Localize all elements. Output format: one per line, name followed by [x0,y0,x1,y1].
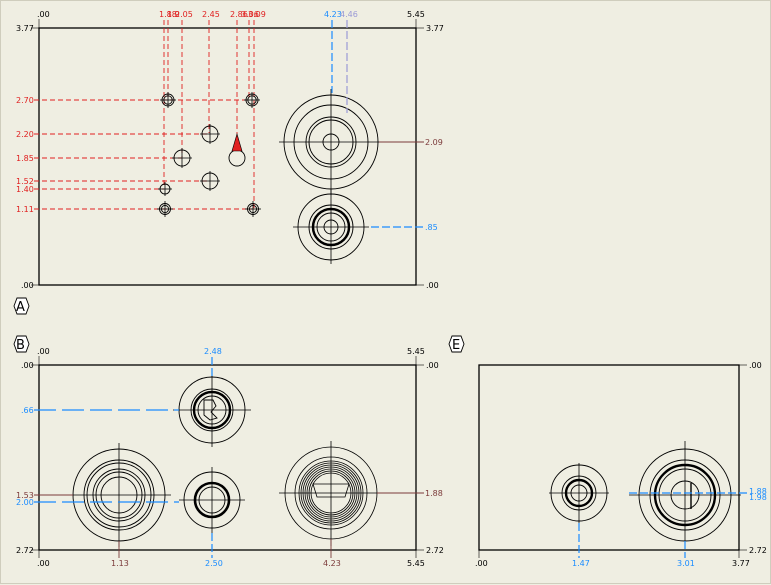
view-e: E .00 2.72 .00 3.77 1.47 [448,335,767,568]
view-a-top-left-label: .00 [37,10,50,19]
view-a-tag-label: A [16,300,25,315]
view-a-tag [13,297,30,315]
view-b-bottom-blue-label: 2.50 [205,559,223,568]
red-top-label-6: 3.06 [241,10,259,19]
view-a-blue-top-label: 4.23 [324,10,342,19]
view-a-red-horizontal-leaders [34,99,254,210]
view-e-right-top-label: .00 [749,361,762,370]
view-a-right-maroon-label: 2.09 [425,138,443,147]
view-b-bottom-right-label: 5.45 [407,559,425,568]
view-b-top-left-label: .00 [37,347,50,356]
view-b-outline [38,364,417,551]
view-b-left-top-label: .00 [21,361,34,370]
view-b-right-maroon-label: 1.88 [425,489,443,498]
view-e-right-bottom-label: 2.72 [749,546,767,555]
view-b-right-top-label: .00 [426,361,439,370]
view-b-bottom-maroon-label-2: 4.23 [323,559,341,568]
view-a-red-vertical-leaders [163,20,255,208]
red-left-label-5: 1.40 [16,185,34,194]
view-a-left-top-label: 3.77 [16,24,34,33]
view-a-bottom-right-label: .00 [426,281,439,290]
view-e-bottom-right-label: 3.77 [732,559,750,568]
view-e-tag-label: E [452,338,460,353]
view-e-bottom-blue-label-1: 1.47 [572,559,590,568]
view-b-bottom-right-v-label: 2.72 [426,546,444,555]
red-left-label-1: 2.70 [16,96,34,105]
red-left-label-2: 2.20 [16,130,34,139]
red-top-label-1: 1.88 [159,10,177,19]
view-b-tag [13,335,30,353]
red-arrow-marker [231,132,243,152]
view-b-left-maroon-label: 1.53 [16,491,34,500]
view-b-bottom-left-v-label: 2.72 [16,546,34,555]
view-b-tag-label: B [16,338,25,353]
red-left-label-4: 1.52 [16,177,34,186]
view-b-blue-top-label: 2.48 [204,347,222,356]
red-top-label-5: 2.86 [230,10,248,19]
view-b-bottom-left-label: .00 [37,559,50,568]
view-e-tag [448,335,465,353]
view-b-blue-left-label-2: 2.00 [16,498,34,507]
view-a-purple-top-label: 4.46 [340,10,358,19]
red-left-label-6: 1.11 [16,205,34,214]
red-top-label-4: 2.45 [202,10,220,19]
view-a-red-left-labels: 2.70 2.20 1.85 1.52 1.40 1.11 [16,96,34,214]
hole-a5 [228,149,246,167]
view-b: B .00 5.45 .00 .00 2.72 2.72 .00 5.45 2.… [13,335,444,568]
view-b-blue-left-label-1: .66 [21,406,34,415]
view-b-top-right-label: 5.45 [407,347,425,356]
red-top-label-3: 2.05 [175,10,193,19]
red-top-label-2: 1.9 [167,10,180,19]
view-e-right-blue-label-2: 1.98 [749,493,767,502]
view-b-bottom-maroon-label-1: 1.13 [111,559,129,568]
view-a-red-top-labels: 1.88 1.9 2.05 2.45 2.86 3.06 3.09 [159,10,266,19]
view-a-outline [38,27,417,286]
view-e-outline [478,364,740,551]
view-e-right-blue-label-1: 1.88 [749,487,767,496]
red-left-label-3: 1.85 [16,154,34,163]
view-e-bottom-left-label: .00 [475,559,488,568]
view-a-right-blue-label: .85 [425,223,438,232]
view-a-top-right-label: 5.45 [407,10,425,19]
view-a-right-top-label: 3.77 [426,24,444,33]
red-top-label-7: 3.09 [248,10,266,19]
view-a: .00 5.45 3.77 3.77 .00 .00 1.88 1.9 2.05… [13,10,444,315]
view-e-bottom-blue-label-2: 3.01 [677,559,695,568]
view-a-bottom-left-label: .00 [21,281,34,290]
